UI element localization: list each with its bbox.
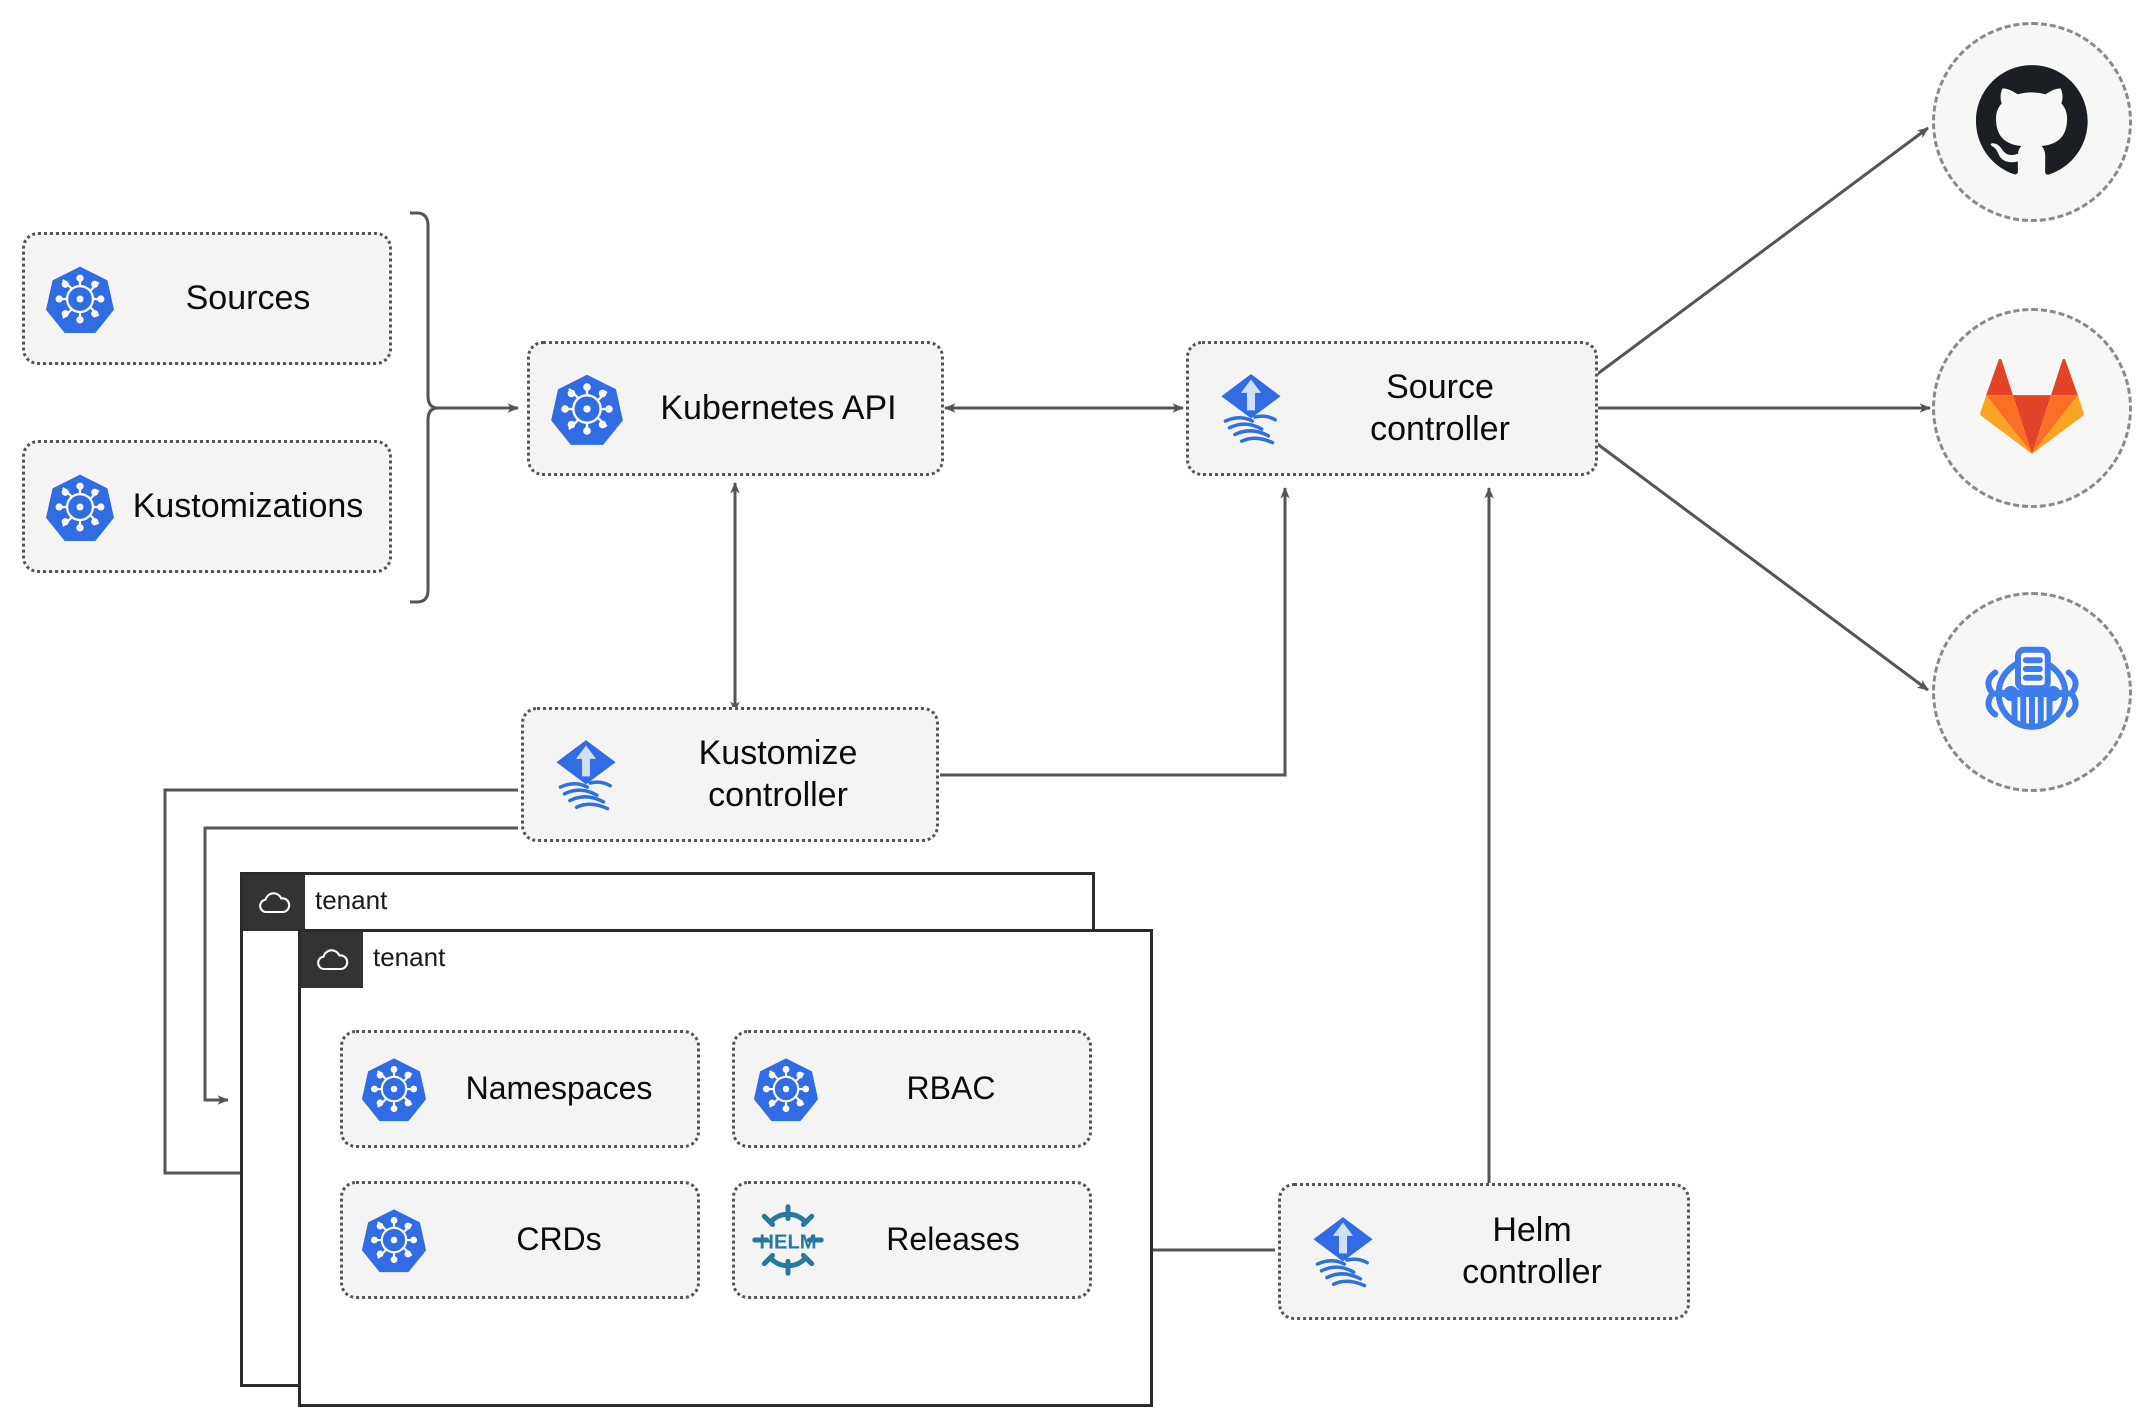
kubernetes-icon	[355, 1055, 433, 1123]
flux-icon	[1203, 366, 1299, 452]
node-namespaces[interactable]: Namespaces	[340, 1030, 700, 1148]
cloud-icon	[301, 932, 363, 988]
cloud-icon	[243, 875, 305, 931]
node-sources-label: Sources	[185, 278, 311, 317]
node-source-controller[interactable]: Source controller	[1186, 341, 1598, 476]
tenant-inner-container: tenant	[298, 929, 1153, 1407]
tenant-inner-label: tenant	[373, 942, 446, 972]
node-helm-controller-label: Helm controller	[1462, 1211, 1602, 1291]
node-sources[interactable]: Sources	[22, 232, 392, 365]
helm-repository-icon	[1976, 634, 2088, 751]
svg-text:HELM: HELM	[759, 1231, 816, 1253]
node-rbac[interactable]: RBAC	[732, 1030, 1092, 1148]
node-releases[interactable]: HELM Releases	[732, 1181, 1092, 1299]
node-releases-label: Releases	[886, 1221, 1020, 1258]
node-source-controller-label: Source controller	[1370, 368, 1510, 448]
gitlab-icon	[1978, 356, 2086, 461]
kubernetes-icon	[747, 1055, 825, 1123]
node-kustomize-controller-label: Kustomize controller	[698, 734, 858, 814]
node-kustomizations[interactable]: Kustomizations	[22, 440, 392, 573]
provider-helm-repository[interactable]	[1932, 592, 2132, 792]
kubernetes-icon	[39, 263, 121, 335]
node-kustomize-controller[interactable]: Kustomize controller	[521, 707, 939, 842]
node-kubernetes-api-label: Kubernetes API	[660, 388, 897, 427]
flux-icon	[538, 732, 634, 818]
helm-icon: HELM	[747, 1202, 829, 1278]
kubernetes-icon	[355, 1206, 433, 1274]
node-kustomizations-label: Kustomizations	[132, 486, 364, 525]
node-kubernetes-api[interactable]: Kubernetes API	[527, 341, 944, 476]
provider-gitlab[interactable]	[1932, 308, 2132, 508]
tenant-outer-label: tenant	[315, 885, 388, 915]
github-icon	[1976, 64, 2088, 181]
node-rbac-label: RBAC	[906, 1070, 996, 1107]
kubernetes-icon	[544, 371, 630, 447]
node-crds-label: CRDs	[516, 1221, 602, 1258]
node-namespaces-label: Namespaces	[465, 1070, 653, 1107]
provider-github[interactable]	[1932, 22, 2132, 222]
kubernetes-icon	[39, 471, 121, 543]
node-helm-controller[interactable]: Helm controller	[1278, 1183, 1690, 1320]
flux-icon	[1295, 1209, 1391, 1295]
node-crds[interactable]: CRDs	[340, 1181, 700, 1299]
